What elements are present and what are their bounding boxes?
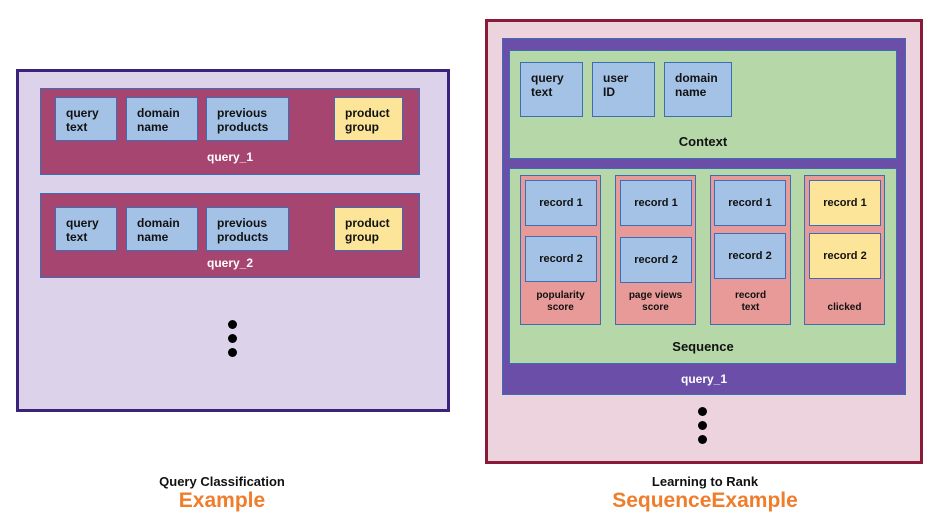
query-text-field: query text [55,207,117,251]
record-2: record 2 [525,236,597,282]
context-label: Context [678,134,728,149]
right-caption: Learning to Rank [651,474,759,489]
ellipsis-dot [698,421,707,430]
column-label: clicked [827,302,862,313]
record-2: record 2 [809,233,881,279]
left-subcaption: Example [178,489,266,512]
query-text-field: query text [520,62,583,117]
query-text-field: query text [55,97,117,141]
ellipsis-dot [228,320,237,329]
record-1: record 1 [809,180,881,226]
ellipsis-dot [228,348,237,357]
column-label: page views score [628,290,683,313]
query-name-label: query_2 [206,256,254,270]
ellipsis-dot [698,407,707,416]
previous-products-field: previous products [206,207,289,251]
product-group-field: product group [334,207,403,251]
right-subcaption: SequenceExample [612,489,798,512]
sequence-label: Sequence [672,339,734,354]
left-caption: Query Classification [159,474,285,489]
ellipsis-dot [698,435,707,444]
domain-name-field: domain name [126,97,198,141]
previous-products-field: previous products [206,97,289,141]
record-1: record 1 [525,180,597,226]
column-label: record text [734,290,767,313]
column-label: popularity score [536,290,585,313]
domain-name-field: domain name [664,62,732,117]
ellipsis-dot [228,334,237,343]
record-2: record 2 [620,237,692,283]
record-2: record 2 [714,233,786,279]
user-id-field: user ID [592,62,655,117]
record-1: record 1 [714,180,786,226]
record-1: record 1 [620,180,692,226]
query-name-label: query_1 [680,372,728,386]
query-name-label: query_1 [206,150,254,164]
domain-name-field: domain name [126,207,198,251]
product-group-field: product group [334,97,403,141]
